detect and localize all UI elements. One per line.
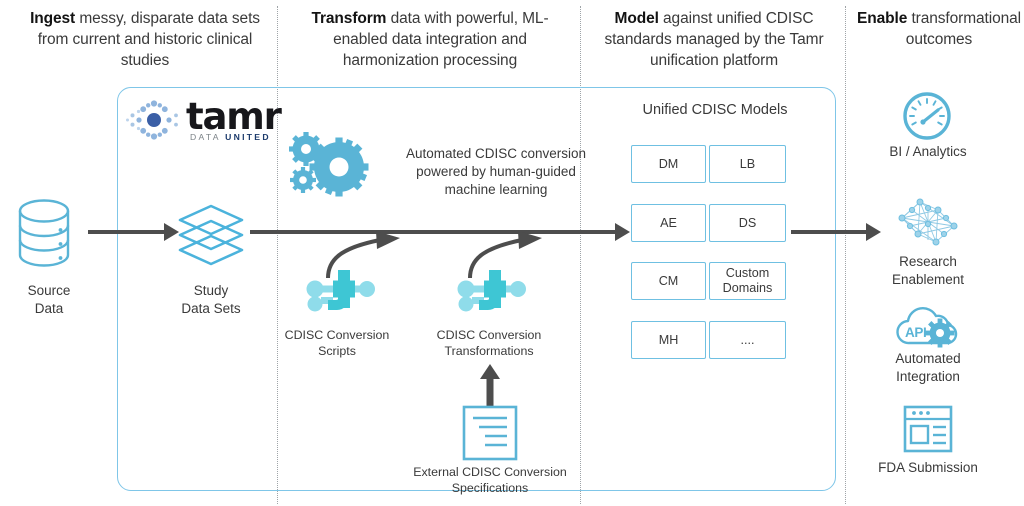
curved-arrow-scripts — [322, 222, 406, 280]
column-header-model-bold: Model — [614, 10, 659, 27]
column-header-enable-rest: transformational outcomes — [905, 10, 1021, 48]
automated-conversion-line1: Automated CDISC conversion — [405, 146, 587, 161]
column-header-transform: Transform data with powerful, ML-enabled… — [286, 8, 574, 71]
automated-conversion-line3: machine learning — [444, 182, 548, 197]
divider-model-enable — [845, 6, 846, 504]
fda-submission-icon — [903, 405, 953, 453]
divider-transform-model — [580, 6, 581, 504]
automated-integration-label: Automated Integration — [862, 350, 994, 386]
column-header-transform-bold: Transform — [311, 10, 387, 27]
research-enablement-line2: Enablement — [891, 272, 965, 287]
column-header-model: Model against unified CDISC standards ma… — [590, 8, 838, 71]
model-box-mh[interactable]: MH — [631, 321, 706, 359]
cdisc-conversion-transformations-icon — [448, 266, 528, 318]
arrow-source-to-study-line — [88, 230, 166, 234]
study-data-sets-label: Study Data Sets — [156, 282, 266, 318]
column-header-ingest-bold: Ingest — [30, 10, 76, 27]
tamr-logo: tamr DATA UNITED — [126, 95, 282, 144]
tamr-wordmark: tamr — [186, 95, 282, 138]
column-header-model-rest: against unified CDISC standards managed … — [604, 10, 824, 69]
tamr-platform-container — [117, 87, 836, 491]
tamr-tagline: DATA UNITED — [190, 132, 271, 142]
model-box-dm[interactable]: DM — [631, 145, 706, 183]
column-header-enable-bold: Enable — [857, 10, 908, 27]
external-specifications-icon — [462, 405, 518, 461]
study-data-sets-label-line1: Study — [193, 283, 229, 298]
cdisc-conversion-transformations-label: CDISC Conversion Transformations — [428, 327, 550, 359]
arrow-model-to-enable-line — [791, 230, 868, 234]
cdisc-conversion-scripts-line2: Scripts — [318, 344, 356, 358]
model-box-ds[interactable]: DS — [709, 204, 786, 242]
column-header-ingest-rest: messy, disparate data sets from current … — [37, 10, 260, 69]
research-enablement-label: Research Enablement — [862, 253, 994, 289]
main-pipeline-arrow-line — [250, 230, 620, 234]
research-enablement-icon — [892, 196, 964, 252]
model-box-ellipsis[interactable]: .... — [709, 321, 786, 359]
column-header-ingest: Ingest messy, disparate data sets from c… — [20, 8, 270, 71]
source-data-label: Source Data — [0, 282, 104, 318]
bi-analytics-icon — [902, 91, 952, 141]
cdisc-conversion-scripts-label: CDISC Conversion Scripts — [282, 327, 392, 359]
dot-burst-icon — [126, 100, 178, 140]
external-specifications-label: External CDISC Conversion Specifications — [405, 464, 575, 496]
unified-cdisc-models-title: Unified CDISC Models — [642, 102, 788, 118]
gears-icon — [289, 132, 371, 197]
model-box-lb[interactable]: LB — [709, 145, 786, 183]
source-data-label-line1: Source — [27, 283, 71, 298]
automated-conversion-text: Automated CDISC conversion powered by hu… — [378, 145, 614, 199]
automated-integration-line1: Automated — [895, 351, 961, 366]
divider-ingest-transform — [277, 6, 278, 504]
model-box-ae[interactable]: AE — [631, 204, 706, 242]
model-box-custom-domains[interactable]: Custom Domains — [709, 262, 786, 300]
automated-integration-icon: API — [893, 303, 963, 351]
study-data-sets-label-line2: Data Sets — [181, 301, 241, 316]
cdisc-conversion-scripts-line1: CDISC Conversion — [284, 328, 390, 342]
external-specifications-line2: Specifications — [451, 481, 529, 495]
automated-conversion-line2: powered by human-guided — [416, 164, 576, 179]
tamr-tagline-bold: UNITED — [225, 132, 271, 142]
cdisc-conversion-scripts-icon — [297, 266, 377, 318]
external-specifications-line1: External CDISC Conversion — [413, 465, 567, 479]
fda-submission-label: FDA Submission — [878, 460, 978, 475]
curved-arrow-transformations — [464, 222, 548, 280]
cdisc-conversion-transformations-line2: Transformations — [444, 344, 534, 358]
model-box-cm[interactable]: CM — [631, 262, 706, 300]
source-data-icon — [14, 198, 74, 272]
cdisc-conversion-transformations-line1: CDISC Conversion — [436, 328, 542, 342]
research-enablement-line1: Research — [899, 254, 957, 269]
study-data-sets-icon — [176, 203, 246, 267]
tamr-tagline-light: DATA — [190, 132, 226, 142]
svg-text:API: API — [905, 325, 926, 340]
column-header-enable: Enable transformational outcomes — [856, 8, 1022, 50]
main-pipeline-arrow-head — [615, 223, 630, 241]
arrow-specs-to-transformations — [479, 364, 501, 406]
column-header-transform-rest: data with powerful, ML-enabled data inte… — [333, 10, 549, 69]
source-data-label-line2: Data — [34, 301, 64, 316]
bi-analytics-label: BI / Analytics — [889, 144, 967, 159]
automated-integration-line2: Integration — [896, 369, 960, 384]
arrow-model-to-enable-head — [866, 223, 881, 241]
arrow-source-to-study-head — [164, 223, 179, 241]
